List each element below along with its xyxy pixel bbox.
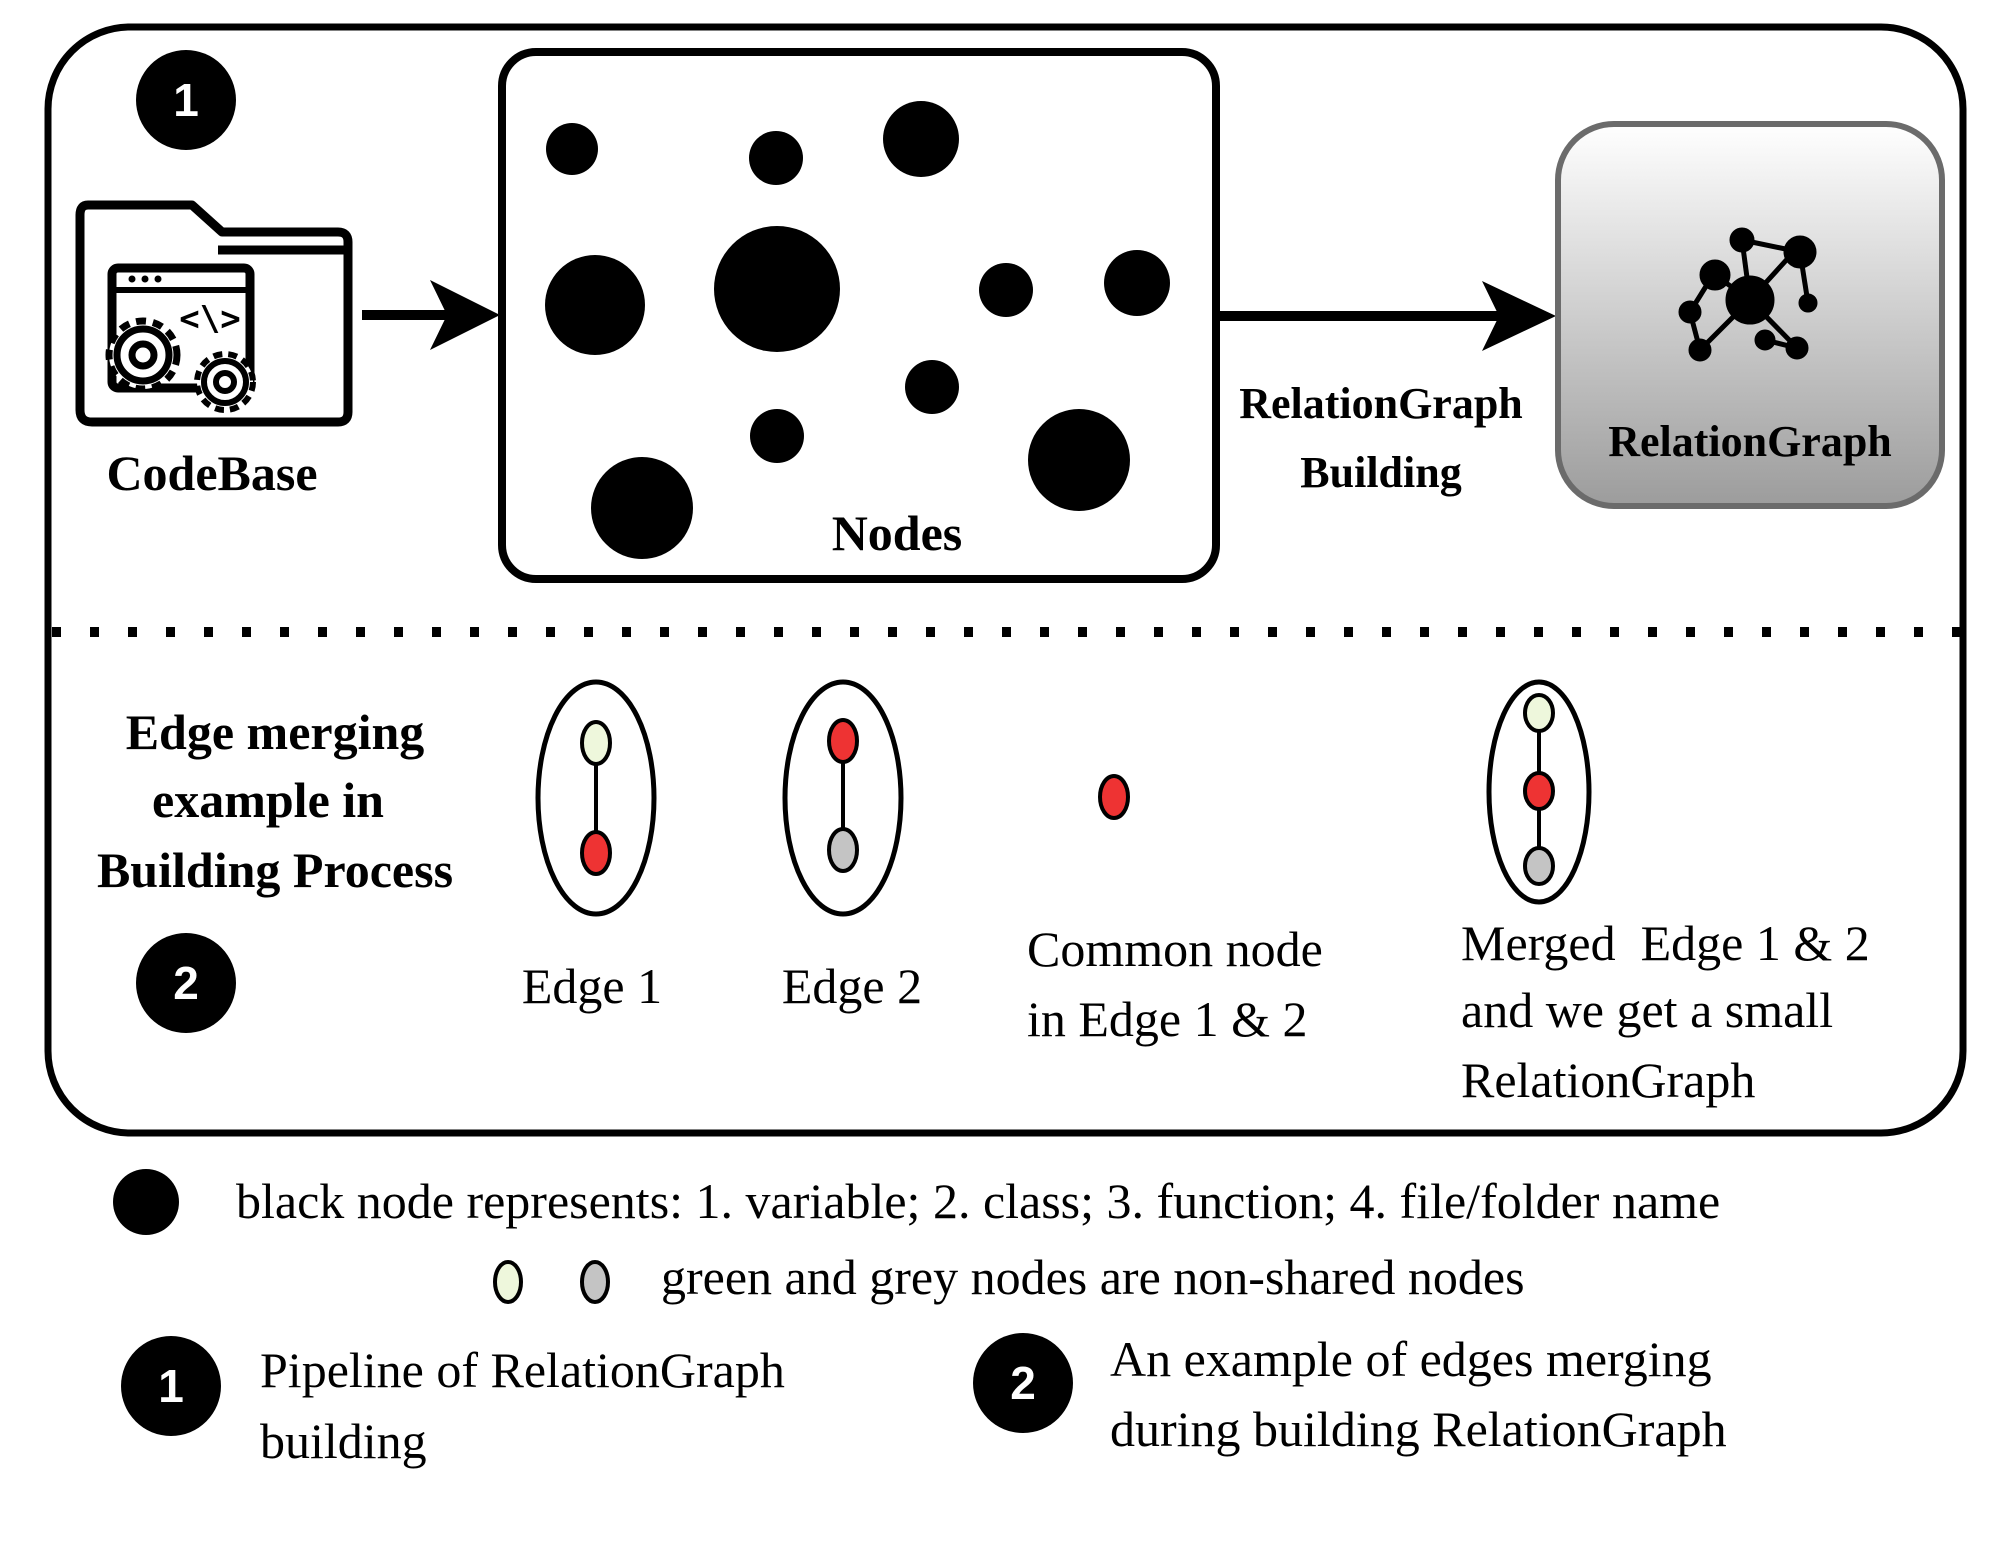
relationgraph-icon <box>1678 227 1818 362</box>
svg-text:1: 1 <box>173 74 199 126</box>
common-red-node <box>1098 774 1130 820</box>
merged-grey-node <box>1523 846 1555 886</box>
node-5 <box>714 226 840 352</box>
merged-label-line3: RelationGraph <box>1461 1052 1755 1108</box>
code-glyph-icon: <\> <box>179 299 240 339</box>
merging-title-line1: Edge merging <box>126 704 425 760</box>
legend-badge-one: 1 <box>121 1336 221 1436</box>
arrow-codebase-to-nodes <box>362 280 500 350</box>
gear-icon <box>105 317 181 393</box>
relationgraph-label: RelationGraph <box>1608 417 1892 466</box>
edge1-label: Edge 1 <box>522 958 662 1014</box>
svg-text:2: 2 <box>173 957 199 1009</box>
edge2-grey-node <box>827 827 859 873</box>
edge2-red-node <box>827 718 859 764</box>
legend-green-grey-text: green and grey nodes are non-shared node… <box>661 1249 1525 1305</box>
badge-one: 1 <box>136 50 236 150</box>
legend-item2-line1: An example of edges merging <box>1110 1331 1712 1387</box>
codebase-label: CodeBase <box>106 445 317 501</box>
merged-green-node <box>1523 693 1555 733</box>
building-label-line2: Building <box>1300 448 1461 497</box>
black-nodes <box>545 101 1170 559</box>
merged-edge <box>1486 679 1592 905</box>
merging-title-line2: example in <box>152 772 384 828</box>
node-10 <box>1028 409 1130 511</box>
node-7 <box>1104 250 1170 316</box>
legend-black-node-text: black node represents: 1. variable; 2. c… <box>236 1173 1720 1229</box>
node-1 <box>546 123 598 175</box>
merged-label-line1: Merged Edge 1 & 2 <box>1461 915 1870 971</box>
edge-2 <box>782 679 904 917</box>
legend-item2-line2: during building RelationGraph <box>1110 1401 1727 1457</box>
edge1-green-node <box>580 720 612 766</box>
building-label-line1: RelationGraph <box>1239 379 1523 428</box>
node-6 <box>979 263 1033 317</box>
badge-two: 2 <box>136 933 236 1033</box>
node-3 <box>883 101 959 177</box>
node-9 <box>750 409 804 463</box>
svg-text:2: 2 <box>1010 1357 1036 1409</box>
node-11 <box>591 457 693 559</box>
common-label-line2: in Edge 1 & 2 <box>1027 991 1308 1047</box>
node-8 <box>905 360 959 414</box>
arrow-nodes-to-relationgraph <box>1216 281 1556 351</box>
merging-title-line3: Building Process <box>97 842 453 898</box>
outer-frame <box>44 23 1967 1137</box>
common-label-line1: Common node <box>1027 921 1323 977</box>
legend-badge-two: 2 <box>973 1333 1073 1433</box>
edge-1 <box>535 679 657 917</box>
svg-text:1: 1 <box>158 1360 184 1412</box>
legend-item1-line1: Pipeline of RelationGraph <box>260 1342 785 1398</box>
codebase-folder-icon <box>75 200 353 427</box>
edge2-label: Edge 2 <box>782 958 922 1014</box>
legend-grey-node <box>580 1260 610 1304</box>
legend-item1-line2: building <box>260 1413 427 1469</box>
small-gear-icon <box>194 351 256 413</box>
codebase-dots <box>128 275 162 283</box>
node-4 <box>545 255 645 355</box>
merged-label-line2: and we get a small <box>1461 982 1833 1038</box>
edge1-red-node <box>580 830 612 876</box>
nodes-label: Nodes <box>832 505 963 561</box>
legend-black-node <box>113 1169 179 1235</box>
legend-green-node <box>493 1260 523 1304</box>
merged-red-node <box>1523 771 1555 811</box>
node-2 <box>749 131 803 185</box>
